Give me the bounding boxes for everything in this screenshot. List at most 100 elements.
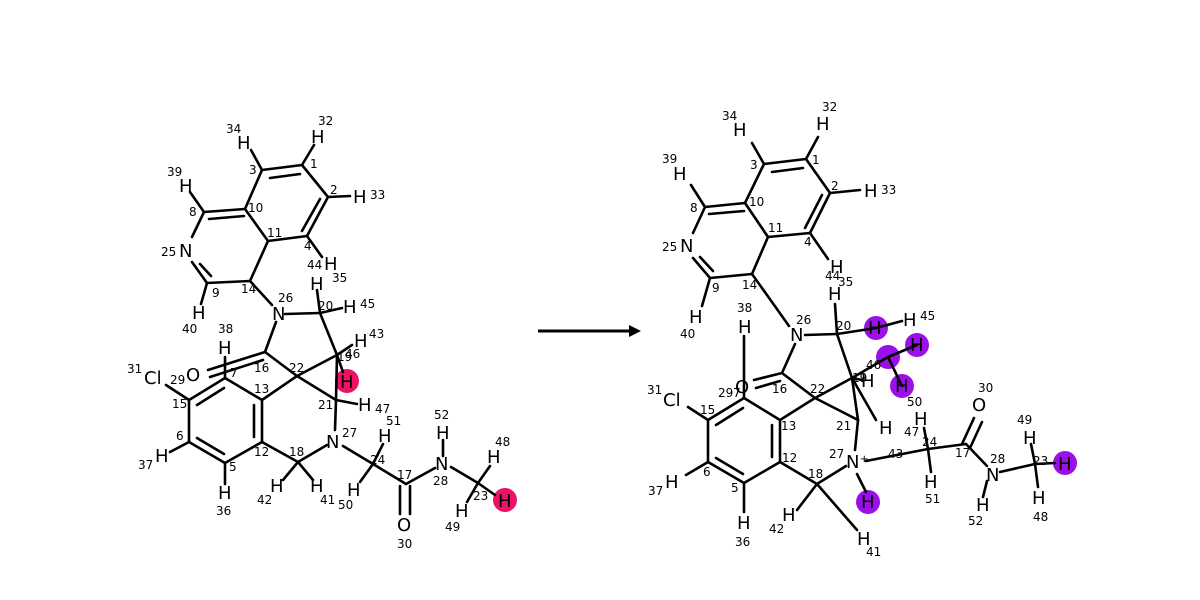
left-idx-1: 1 <box>310 157 318 171</box>
right-idx-29: 29 <box>718 386 733 400</box>
right-idx-7: 7 <box>733 386 741 400</box>
right-idx-3: 3 <box>750 158 758 172</box>
left-idx-12: 12 <box>254 445 269 459</box>
reaction-arrow <box>538 325 641 337</box>
right-idx-30: 30 <box>978 381 993 395</box>
left-atom-h-23: H <box>455 501 469 522</box>
left-idx-43: 43 <box>369 327 384 341</box>
right-idx-43: 43 <box>888 447 903 461</box>
left-atom-h37: H <box>155 446 169 467</box>
left-highlights <box>335 369 517 512</box>
left-idx-36: 36 <box>216 504 231 518</box>
left-atom-h51: H <box>378 426 392 447</box>
right-idx-39: 39 <box>662 152 677 166</box>
right-idx-46: 46 <box>866 358 881 372</box>
left-idx-34: 34 <box>226 122 241 136</box>
left-idx-26: 26 <box>278 291 293 305</box>
left-idx-20: 20 <box>318 299 333 313</box>
left-atom-o: O <box>186 365 200 386</box>
left-idx-18: 18 <box>289 445 304 459</box>
left-idx-49: 49 <box>445 520 460 534</box>
right-idx-1: 1 <box>812 153 820 167</box>
right-idx-28: 28 <box>990 452 1005 466</box>
right-atom-n26: N <box>790 325 803 346</box>
right-atom-o: O <box>735 377 749 398</box>
right-idx-42: 42 <box>769 522 784 536</box>
right-atom-h51: H <box>924 472 938 493</box>
right-idx-5: 5 <box>731 481 739 495</box>
left-idx-29: 29 <box>170 373 185 387</box>
right-idx-45: 45 <box>920 309 935 323</box>
right-atom-h20: H <box>828 284 842 305</box>
left-idx-9: 9 <box>212 286 220 300</box>
left-atom-h50: H <box>347 480 361 501</box>
left-idx-37: 37 <box>138 458 153 472</box>
right-idx-33: 33 <box>881 183 896 197</box>
left-idx-14: 14 <box>241 282 256 296</box>
right-atom-h48: H <box>1032 488 1046 509</box>
right-atom-cl31: Cl <box>663 390 681 411</box>
left-atom-n28: N <box>435 454 448 475</box>
left-idx-3: 3 <box>249 163 257 177</box>
right-atom-h41: H <box>857 529 871 550</box>
left-idx-24: 24 <box>370 453 385 467</box>
reaction-arrow-head <box>629 325 641 337</box>
left-idx-46: 46 <box>345 347 360 361</box>
left-idx-16: 16 <box>254 361 269 375</box>
left-idx-45: 45 <box>360 297 375 311</box>
right-idx-18: 18 <box>808 467 823 481</box>
right-atom-h39: H <box>673 164 687 185</box>
right-idx-12: 12 <box>782 451 797 465</box>
right-atom-h36: H <box>737 513 751 534</box>
right-idx-38: 38 <box>737 301 752 315</box>
left-idx-17: 17 <box>397 468 412 482</box>
right-idx-41: 41 <box>866 545 881 559</box>
left-idx-25: 25 <box>161 245 176 259</box>
right-atom-h43: H <box>879 418 893 439</box>
right-idx-34: 34 <box>722 109 737 123</box>
left-idx-19: 19 <box>337 350 352 364</box>
left-idx-13: 13 <box>254 382 269 396</box>
left-bonds <box>164 143 497 516</box>
left-idx-30: 30 <box>397 537 412 551</box>
left-idx-23: 23 <box>473 489 488 503</box>
right-idx-24: 24 <box>922 435 937 449</box>
left-atom-h52: H <box>436 423 450 444</box>
right-atom-n25: N <box>680 236 693 257</box>
left-idx-10: 10 <box>248 201 263 215</box>
right-idx-44: 44 <box>825 269 840 283</box>
right-idx-9: 9 <box>712 281 720 295</box>
highlight-r5 <box>856 490 880 514</box>
left-idx-44: 44 <box>307 258 322 272</box>
right-atom-h44: H <box>830 257 844 278</box>
right-atom-n27: N⁺ <box>846 452 869 473</box>
right-idx-15: 15 <box>700 403 715 417</box>
left-atom-h46: H <box>340 372 354 393</box>
right-idx-27: 27 <box>829 447 844 461</box>
right-atom-hh2: H <box>910 335 924 356</box>
left-atom-o30: O <box>397 515 411 536</box>
right-idx-11: 11 <box>768 221 783 235</box>
right-idx-48: 48 <box>1033 510 1048 524</box>
right-atom-h40: H <box>689 307 703 328</box>
left-idx-51: 51 <box>386 414 401 428</box>
left-idx-47: 47 <box>375 402 390 416</box>
left-idx-4: 4 <box>304 239 312 253</box>
right-atom-h49: H <box>1023 428 1037 449</box>
right-idx-14: 14 <box>742 278 757 292</box>
left-atom-h40: H <box>192 303 206 324</box>
right-idx-49: 49 <box>1017 413 1032 427</box>
left-idx-48: 48 <box>495 435 510 449</box>
right-atom-h42: H <box>782 505 796 526</box>
left-idx-6: 6 <box>176 429 184 443</box>
right-atom-n28: N <box>986 465 999 486</box>
right-idx-32: 32 <box>822 100 837 114</box>
highlight-r6 <box>1053 451 1077 475</box>
right-idx-36: 36 <box>735 535 750 549</box>
right-idx-10: 10 <box>749 195 764 209</box>
left-idx-41: 41 <box>320 493 335 507</box>
left-idx-11: 11 <box>267 226 282 240</box>
right-idx-52: 52 <box>968 514 983 528</box>
left-idx-8: 8 <box>189 205 197 219</box>
highlight-h46 <box>335 369 359 393</box>
